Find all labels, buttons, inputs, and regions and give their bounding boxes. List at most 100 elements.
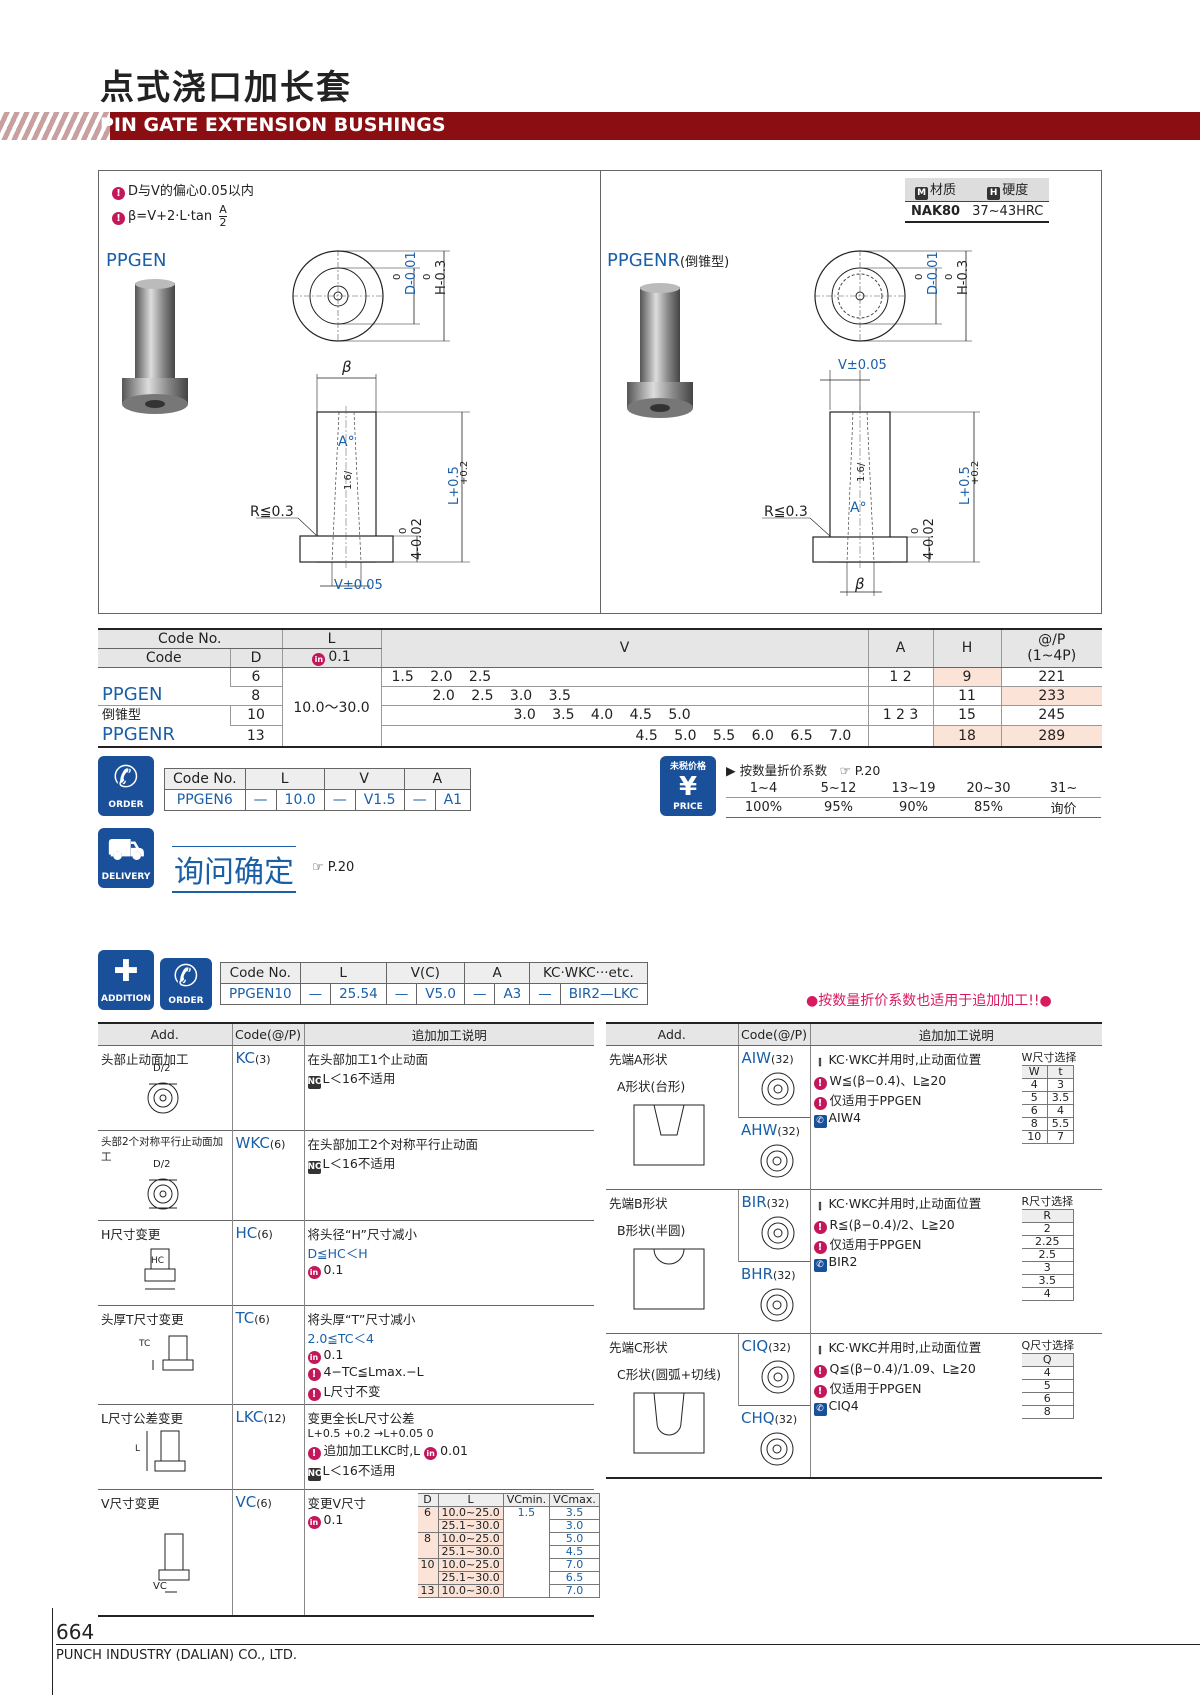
company-name: PUNCH INDUSTRY (DALIAN) CO., LTD. (56, 1648, 297, 1663)
row-h: 18 (932, 725, 1001, 747)
rate-cell: 90% (876, 797, 951, 818)
qty-cell: 20~30 (951, 780, 1026, 798)
ppgen-d-zero: 0 (392, 273, 403, 280)
ppgenr-h-zero: 0 (944, 273, 955, 280)
row-h: 15 (932, 705, 1001, 727)
ppgenr-top-view (814, 250, 972, 342)
l-range: 10.0～30.0 (281, 667, 381, 747)
add-hdr: KC·WKC···etc. (529, 962, 648, 984)
order-hdr: V (323, 768, 405, 790)
price-title: ▶ 按数量折价系数 ☞ P.20 (726, 763, 881, 778)
row-d: 13 (230, 725, 282, 747)
ppgen-side-view (256, 374, 470, 587)
tip-top-figure (761, 1072, 794, 1106)
tip-top-figure (761, 1216, 794, 1250)
row-a (867, 725, 933, 747)
ppgen-top-view (292, 250, 450, 342)
ppgenr-label: PPGENR(倒锥型) (607, 250, 730, 271)
addition-note: ●按数量折价系数也适用于追加加工!!● (806, 993, 1052, 1009)
hdr-code: Code (98, 648, 230, 668)
tip-figure (633, 1104, 705, 1166)
ppgen-v-dim: V±0.05 (334, 578, 383, 593)
qty-cell: 1~4 (726, 780, 801, 798)
hardness-value: 37~43HRC (966, 201, 1050, 223)
add-sep: — (299, 983, 332, 1005)
row-v: 2.0 2.5 3.0 3.5 (380, 686, 868, 706)
add-sep: — (529, 983, 561, 1005)
hdr-l: L (281, 629, 381, 649)
add-hdr: V(C) (385, 962, 465, 984)
kc-figure (147, 1082, 179, 1114)
code-cell: AHW(32) (738, 1117, 810, 1190)
row-d: 6 (229, 667, 282, 687)
add-hdr: L (299, 962, 387, 984)
order-val: 10.0 (275, 789, 325, 811)
add-val: BIR2—LKC (559, 983, 648, 1005)
code-wkc: WKC(6) (231, 1130, 304, 1221)
title-bar (0, 112, 1200, 140)
code-cell: CIQ(32) (737, 1333, 810, 1406)
hdr-h: H (932, 629, 1001, 668)
footer-divider (52, 1608, 53, 1695)
ppgenr-l-tol: +0.2 (970, 460, 981, 485)
yen-icon: ¥ (678, 772, 698, 802)
add-sep: — (385, 983, 418, 1005)
row-price: 221 (1000, 667, 1102, 687)
ppgenr-radius: R≦0.3 (764, 504, 808, 520)
hdr-price: @/P(1~4P) (1000, 629, 1102, 668)
rate-cell: 95% (801, 797, 876, 818)
code-cell: BIR(32) (737, 1189, 810, 1262)
desc-cell: ⫿KC·WKC并用时,止动面位置!R≦(β−0.4)/2、L≧20!仅适用于PP… (809, 1189, 1102, 1334)
code-hc: HC(6) (231, 1220, 304, 1306)
hdr-code: Code(@/P) (231, 1022, 304, 1046)
order-sep: — (244, 789, 277, 811)
page-subtitle: PIN GATE EXTENSION BUSHINGS (100, 114, 446, 136)
row-d: 10 (229, 705, 282, 727)
hdr-d: D (229, 648, 282, 668)
add-hdr: Code No. (220, 962, 301, 984)
code-vc: VC(6) (231, 1489, 304, 1616)
ppgenr-d-zero: 0 (914, 273, 925, 280)
code-cell: CHQ(32) (738, 1405, 810, 1478)
code-tc: TC(6) (231, 1305, 304, 1405)
ppgen-roughness: 1.6/ (343, 470, 354, 490)
truck-icon: ⛟ (107, 832, 145, 867)
plus-icon: ✚ (113, 954, 139, 989)
tip-figure (633, 1392, 705, 1454)
qty-cell: 31~ (1026, 780, 1101, 798)
attention-icon: ! (112, 187, 125, 200)
page-number: 664 (56, 1620, 95, 1644)
tip-top-figure (761, 1360, 794, 1394)
ppgen-d-dim: D-0.01 (404, 251, 419, 295)
ppgenr-angle-a: A° (850, 500, 867, 516)
title-bar-stripes (0, 112, 110, 140)
ppgen-label: PPGEN (106, 250, 167, 271)
code-cell: BHR(32) (738, 1261, 810, 1334)
ppgen-four-zero: 0 (398, 527, 409, 534)
ppgen-h-dim: H-0.3 (434, 259, 449, 295)
delivery-text: 询问确定 (172, 846, 296, 893)
ppgen-beta: β (342, 358, 352, 376)
tip-top-figure (760, 1288, 794, 1322)
